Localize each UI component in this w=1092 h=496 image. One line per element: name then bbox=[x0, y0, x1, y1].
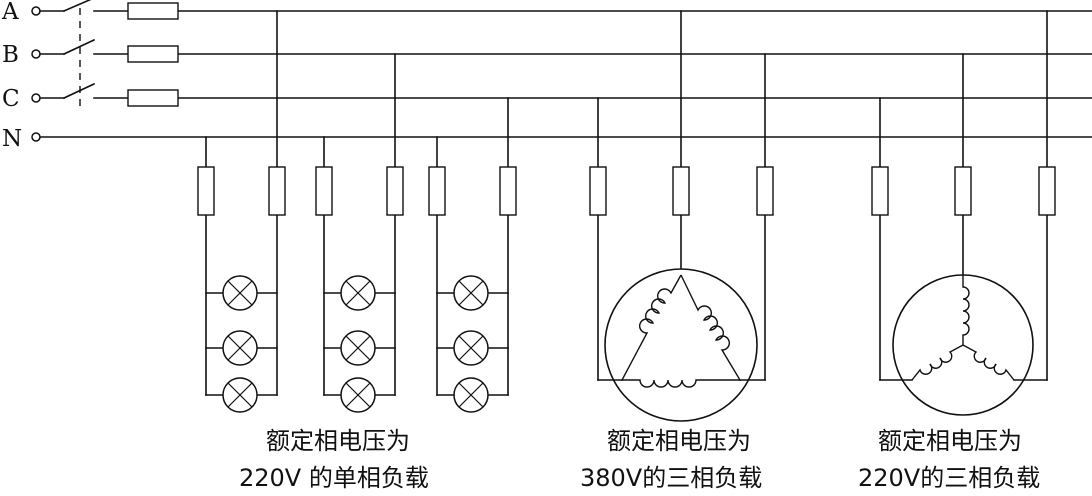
lamp-icon bbox=[222, 330, 258, 366]
main-switch bbox=[39, 0, 96, 106]
lamp-icon bbox=[340, 275, 376, 311]
lamp-icon bbox=[453, 275, 489, 311]
terminal-c bbox=[31, 93, 41, 103]
main-fuse-b bbox=[127, 45, 179, 63]
terminal-a bbox=[31, 6, 41, 16]
caption-single-phase-line1: 额定相电压为 bbox=[266, 427, 410, 455]
delta-motor-load bbox=[589, 10, 774, 422]
lamp-icon bbox=[340, 330, 376, 366]
single-phase-group-1 bbox=[197, 10, 286, 413]
caption-delta-line2: 380V的三相负载 bbox=[580, 464, 762, 492]
line-label-c: C bbox=[2, 86, 20, 112]
delta-winding-icon bbox=[620, 274, 742, 388]
lamp-icon bbox=[453, 377, 489, 413]
main-fuse-c bbox=[127, 89, 179, 107]
line-label-b: B bbox=[2, 42, 19, 68]
caption-star-line2: 220V的三相负载 bbox=[858, 464, 1040, 492]
line-label-a: A bbox=[1, 0, 19, 25]
single-phase-group-3 bbox=[428, 97, 517, 413]
line-label-n: N bbox=[2, 126, 22, 152]
caption-delta-line1: 额定相电压为 bbox=[607, 427, 751, 455]
motor-icon bbox=[604, 268, 758, 422]
star-winding-icon bbox=[911, 275, 1015, 381]
lamp-icon bbox=[453, 330, 489, 366]
lamp-icon bbox=[222, 377, 258, 413]
caption-single-phase-line2: 220V 的单相负载 bbox=[239, 464, 429, 492]
terminal-n bbox=[31, 132, 41, 142]
single-phase-group-2 bbox=[315, 53, 404, 413]
main-fuse-a bbox=[127, 2, 179, 20]
terminal-b bbox=[31, 49, 41, 59]
lamp-icon bbox=[222, 275, 258, 311]
star-motor-load bbox=[871, 10, 1056, 416]
caption-star-line1: 额定相电压为 bbox=[878, 427, 1022, 455]
lamp-icon bbox=[340, 377, 376, 413]
